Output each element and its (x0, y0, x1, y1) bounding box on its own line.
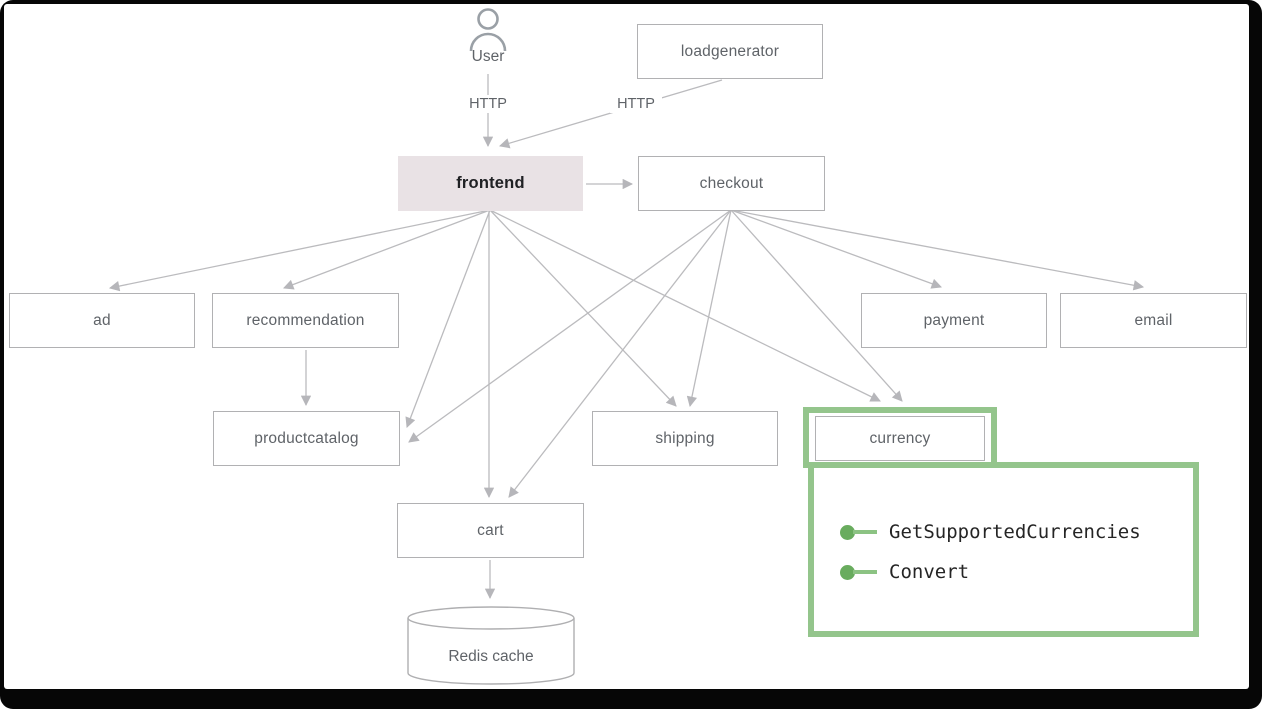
node-frontend[interactable]: frontend (398, 156, 583, 211)
node-ad-label: ad (93, 311, 111, 329)
edge-checkout-cart (508, 209, 732, 498)
node-checkout-label: checkout (699, 174, 764, 192)
node-productcatalog[interactable]: productcatalog (213, 411, 400, 466)
http-label-user: HTTP (462, 95, 514, 113)
node-currency-label: currency (869, 429, 931, 447)
node-productcatalog-label: productcatalog (254, 429, 359, 447)
node-frontend-label: frontend (456, 174, 525, 192)
edge-checkout-shipping (686, 209, 732, 408)
method-endpoint-icon (840, 564, 855, 580)
node-loadgenerator-label: loadgenerator (680, 42, 780, 60)
edge-checkout-email (730, 209, 1145, 291)
node-currency[interactable]: currency (815, 416, 985, 461)
node-payment[interactable]: payment (861, 293, 1047, 348)
http-label-loadgenerator: HTTP (610, 95, 662, 113)
method-row-convert[interactable]: Convert (840, 561, 969, 583)
edge-frontend-currency (489, 209, 881, 402)
node-checkout[interactable]: checkout (638, 156, 825, 211)
node-redis-label: Redis cache (448, 648, 534, 665)
method-stem-line (853, 570, 877, 574)
node-recommendation-label: recommendation (246, 311, 365, 329)
edge-frontend-shipping (489, 209, 677, 407)
node-shipping-label: shipping (655, 429, 715, 447)
redis-cylinder-icon[interactable] (407, 606, 575, 690)
node-cart-label: cart (477, 521, 504, 539)
method-endpoint-icon (840, 524, 855, 540)
node-ad[interactable]: ad (9, 293, 195, 348)
node-email-label: email (1134, 311, 1173, 329)
user-node-label: User (471, 48, 505, 65)
user-icon (469, 8, 507, 52)
node-email[interactable]: email (1060, 293, 1247, 348)
edge-checkout-payment (730, 209, 942, 289)
currency-methods-panel (808, 462, 1199, 637)
edge-loadgenerator-frontend (499, 79, 723, 149)
method-row-getsupportedcurrencies[interactable]: GetSupportedCurrencies (840, 521, 1141, 543)
method-stem-line (853, 530, 877, 534)
node-payment-label: payment (923, 311, 985, 329)
node-recommendation[interactable]: recommendation (212, 293, 399, 348)
edge-frontend-recommendation (283, 209, 491, 290)
edge-frontend-ad (108, 209, 491, 292)
node-shipping[interactable]: shipping (592, 411, 778, 466)
edge-checkout-currency (730, 209, 903, 402)
node-loadgenerator[interactable]: loadgenerator (637, 24, 823, 79)
edge-frontend-productcatalog (405, 209, 491, 428)
node-cart[interactable]: cart (397, 503, 584, 558)
method-name: GetSupportedCurrencies (889, 521, 1141, 543)
edge-checkout-productcatalog (408, 209, 732, 443)
method-name: Convert (889, 561, 970, 583)
